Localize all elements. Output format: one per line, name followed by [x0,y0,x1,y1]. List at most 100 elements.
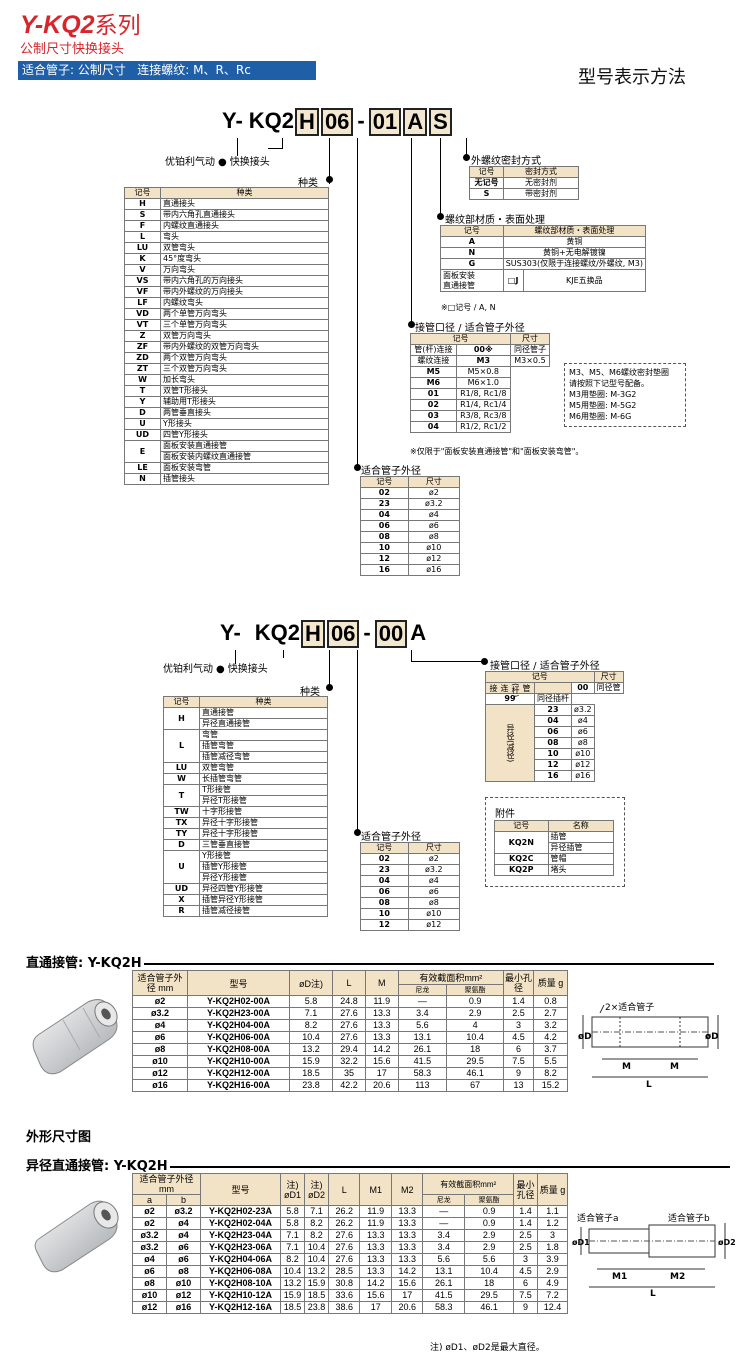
spec-cell: Y-KQ2H23-00A [187,1007,290,1020]
spec-cell: ø4 [166,1217,201,1230]
straight-section-title: 直通接管: Y-KQ2H [26,952,726,971]
row-code: F [124,220,161,232]
spec-cell: 15.9 [304,1277,329,1290]
row-value: ø8 [407,531,461,543]
row-code: W [163,773,200,785]
dim-d-right: øD [705,1032,719,1042]
spec-cell: Y-KQ2H16-00A [187,1079,290,1092]
spec-cell: 1.4 [513,1205,538,1218]
row-code: U [124,418,161,430]
row-code: UD [163,883,200,895]
spec-cell: 13.3 [390,1229,424,1242]
spec-cell: 7.1 [288,1007,334,1020]
row-code: ZD [124,352,161,364]
spec-cell: 20.6 [364,1079,399,1092]
row-value: 异径Y形接管 [199,872,328,884]
row-code: 08 [534,737,572,749]
spec-cell: ø6 [132,1031,188,1044]
spec-cell: 5.8 [280,1217,305,1230]
row-value: M5×0.8 [455,366,511,378]
spec-cell: 7.1 [280,1241,305,1254]
row-value: ø4 [407,875,461,887]
spec-cell: 17 [390,1289,424,1302]
spec-cell: 0.8 [533,995,568,1008]
dim-l: L [646,1080,652,1090]
spec-cell: 27.6 [327,1253,361,1266]
outline-heading: 外形尺寸图 [26,1130,92,1145]
spec-cell: Y-KQ2H06-08A [200,1265,281,1278]
row-code: 04 [360,875,409,887]
spec-cell: 18.5 [288,1067,334,1080]
dim-d-left: øD [578,1032,592,1042]
row-code: 23 [534,704,572,716]
row-code: 无记号 [469,177,504,189]
row-code: 10 [534,748,572,760]
spec-cell: 1.4 [513,1217,538,1230]
spec-cell: 11.9 [359,1205,392,1218]
row-value: 两个单管万向弯头 [160,308,329,320]
row-code: LE [124,462,161,474]
spec-cell: 14.2 [359,1277,392,1290]
row-value: ø10 [407,908,461,920]
spec-cell: 28.5 [327,1265,361,1278]
spec-cell: 2.5 [513,1241,538,1254]
spec-cell: 10.4 [288,1031,334,1044]
row-code: Y [124,396,161,408]
spec-cell: 4.5 [513,1265,538,1278]
spec-cell: ø10 [132,1055,188,1068]
row-code: TW [163,806,200,818]
spec-cell: 113 [397,1079,448,1092]
row-value: 双管弯管 [199,762,328,774]
spec-cell: 15.6 [359,1289,392,1302]
spec-cell: 13.3 [364,1007,399,1020]
spec-cell: 14.2 [364,1043,399,1056]
row-code: N [124,473,161,485]
spec-cell: 26.2 [327,1217,361,1230]
maker-label-1: 优铂利气动●快换接头 [165,157,270,168]
spec-cell: Y-KQ2H23-06A [200,1241,281,1254]
row-value: Y形接管 [199,850,328,862]
row-value: 带内外螺纹的万向接头 [160,286,329,298]
spec-cell: 9 [513,1301,538,1314]
spec-cell: ø3.2 [132,1007,188,1020]
row-value: 辅助用T形接头 [160,396,329,408]
spec-cell: 2.9 [537,1265,568,1278]
tube-a-label: 适合管子a [577,1214,619,1224]
spec-cell: 4.2 [533,1031,568,1044]
dim-d2: øD2 [718,1238,736,1247]
spec-cell: 7.5 [503,1055,534,1068]
spec-cell: ø4 [132,1253,167,1266]
spec-cell: 13.2 [288,1043,334,1056]
row-value: 黄铜 [502,236,647,248]
row-code: TY [163,828,200,840]
row-code: UD [124,429,161,441]
row-value: 黄铜+无电解镀镍 [502,247,647,259]
row-code: LF [124,297,161,309]
reducer-dimension-diagram [575,1215,735,1303]
spec-cell: Y-KQ2H02-23A [200,1205,281,1218]
spec-cell: ø6 [166,1241,201,1254]
